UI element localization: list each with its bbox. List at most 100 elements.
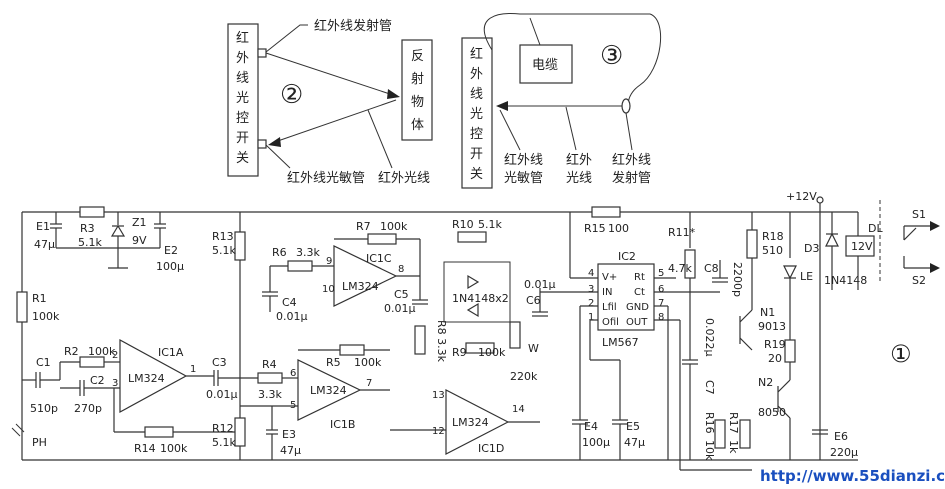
c2-label: C2: [90, 374, 105, 387]
s1-arrow: [930, 221, 940, 231]
c6-value: 0.01μ: [524, 278, 556, 291]
r9-label: R9: [452, 346, 467, 359]
cable-leader: [529, 17, 541, 46]
receiver-label: 红外线光敏管: [287, 170, 365, 186]
diagram-2: 红 外 线 光 控 开 关 红外线发射管 反 射 物 体 ② 红外线光敏管 红外…: [227, 18, 433, 186]
e6-label: E6: [834, 430, 848, 443]
c7-label: C7: [703, 380, 716, 395]
e4-value: 100μ: [582, 436, 610, 449]
emitter3-leader: [625, 112, 633, 151]
r6-label: R6: [272, 246, 287, 259]
resistor-r5: [339, 344, 365, 356]
receiver3-line2: 光敏管: [504, 171, 543, 186]
emitter3-line2: 发射管: [612, 170, 651, 186]
c6-label: C6: [526, 294, 541, 307]
e2-label: E2: [164, 244, 178, 257]
ic2-pinnum-1: 1: [588, 312, 594, 323]
s1-label: S1: [912, 208, 926, 221]
ph-light-2: [15, 423, 25, 433]
receiver-leader: [265, 144, 291, 169]
ic2-pin-gnd: GND: [626, 302, 649, 313]
e2-value: 100μ: [156, 260, 184, 273]
ic2-pin-vplus: V+: [602, 272, 617, 283]
switch3-char-7: 关: [470, 167, 483, 182]
switch-char-3: 线: [236, 71, 249, 86]
c8-label: C8: [704, 262, 719, 275]
ic2-pin-ofil: Ofil: [602, 317, 619, 328]
r5-label: R5: [326, 356, 341, 369]
diode-bridge: [443, 261, 511, 323]
resistor-r8: [414, 325, 426, 355]
c4-label: C4: [282, 296, 297, 309]
w-label: W: [528, 342, 539, 355]
r16-label: R16: [703, 412, 716, 434]
n2-c-arm: [777, 379, 791, 393]
resistor-r4: [257, 372, 283, 384]
le-label: LE: [800, 270, 813, 283]
ic2-pin-out: OUT: [626, 317, 648, 328]
ic2-pin-ct: Ct: [634, 287, 645, 298]
switch-char-1: 红: [236, 30, 249, 46]
switch-char-2: 外: [236, 51, 249, 66]
c3-value: 0.01μ: [206, 388, 238, 401]
potentiometer-w: [509, 321, 521, 349]
resistor-r14: [144, 426, 174, 438]
pin-6: 6: [290, 368, 296, 379]
resistor-r13: [234, 231, 246, 261]
ic2-lm567: [597, 263, 655, 331]
r14-label: R14: [134, 442, 156, 455]
opamp-ic1b: [297, 359, 362, 421]
pin-10: 10: [322, 284, 335, 295]
ic2-pinnum-8: 8: [658, 312, 664, 323]
r1-value: 100k: [32, 310, 60, 323]
pin-1: 1: [190, 364, 196, 375]
n1-c-arm: [739, 309, 753, 323]
switch-char-4: 光: [236, 91, 249, 106]
beam-arrow: [496, 101, 508, 111]
r14-value: 100k: [160, 442, 188, 455]
cable-label: 电缆: [532, 57, 558, 73]
n2-e-arm: [777, 405, 791, 419]
emitter3-line1: 红外线: [612, 152, 651, 168]
resistor-r2: [79, 356, 105, 368]
c3-label: C3: [212, 356, 227, 369]
ic2-pinnum-6: 6: [658, 284, 664, 295]
ir-switch-box: [227, 23, 259, 177]
diode-d3: [825, 232, 839, 247]
c4-value: 0.01μ: [276, 310, 308, 323]
switch3-char-4: 光: [470, 107, 483, 122]
ic2-pin-rt: Rt: [634, 272, 645, 283]
switch-char-5: 控: [236, 111, 249, 126]
resistor-r1: [16, 291, 28, 323]
relay-contact: [903, 227, 917, 241]
ic2-pinnum-4: 4: [588, 268, 594, 279]
r1-label: R1: [32, 292, 47, 305]
cable-box: [519, 44, 573, 84]
switch3-char-3: 线: [470, 87, 483, 102]
emitter-element: [621, 98, 631, 114]
ray3-line1: 红外: [566, 152, 592, 168]
e3-label: E3: [282, 428, 296, 441]
s2-arrow: [930, 263, 940, 273]
r19-label: R19: [764, 338, 786, 351]
switch3-char-2: 外: [470, 67, 483, 82]
resistor-r12: [234, 417, 246, 447]
diagram-3: 红 外 线 光 控 开 关 电缆 ③ 红外线 光敏管 红外 光线 红外线 发射管: [461, 13, 662, 189]
ic2-pin-in: IN: [602, 287, 612, 298]
ir-ray-back: [271, 99, 397, 144]
ray3-leader: [565, 106, 577, 151]
r17-value: 1k: [727, 440, 740, 454]
r8-label: R8 3.3k: [435, 320, 448, 363]
watermark[interactable]: http://www.55dianzi.com: [760, 467, 945, 485]
r3-label: R3: [80, 222, 95, 235]
n2-value: 8050: [758, 406, 786, 419]
r15-label: R15: [584, 222, 606, 235]
r15-value: 100: [608, 222, 629, 235]
resistor-r7: [367, 233, 397, 245]
resistor-r17: [739, 419, 751, 449]
emitter-stub: [257, 48, 267, 58]
supply-terminal: [816, 196, 824, 204]
r10-value: 5.1k: [478, 218, 502, 231]
receiver3-line1: 红外线: [504, 152, 543, 168]
relay-coil: [845, 235, 875, 257]
